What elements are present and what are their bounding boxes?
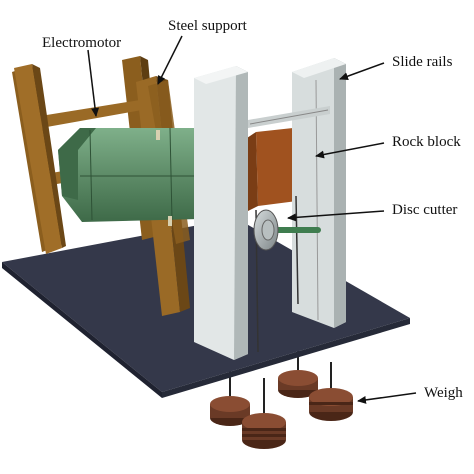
- weight-disc: [278, 370, 318, 398]
- slide-rails: [194, 58, 346, 360]
- callout-arrows: [87, 35, 417, 404]
- steel-support-front: [14, 64, 172, 254]
- label-weight: Weigh: [424, 385, 463, 401]
- weight-disc: [210, 396, 250, 426]
- arrow-weight: [357, 392, 417, 404]
- label-slide-rails: Slide rails: [392, 54, 453, 70]
- label-electromotor: Electromotor: [42, 35, 121, 51]
- arrow-steel-support: [157, 35, 183, 85]
- label-rock-block: Rock block: [392, 134, 461, 150]
- arrow-rock-block: [315, 142, 385, 159]
- weight-disc: [242, 413, 286, 449]
- arrow-disc-cutter: [287, 210, 385, 222]
- weight-disc: [309, 388, 353, 421]
- label-disc-cutter: Disc cutter: [392, 202, 457, 218]
- label-steel-support: Steel support: [168, 18, 248, 34]
- disc-cutter: [253, 209, 321, 251]
- arrow-slide-rails: [339, 62, 385, 81]
- arrow-electromotor: [87, 49, 100, 117]
